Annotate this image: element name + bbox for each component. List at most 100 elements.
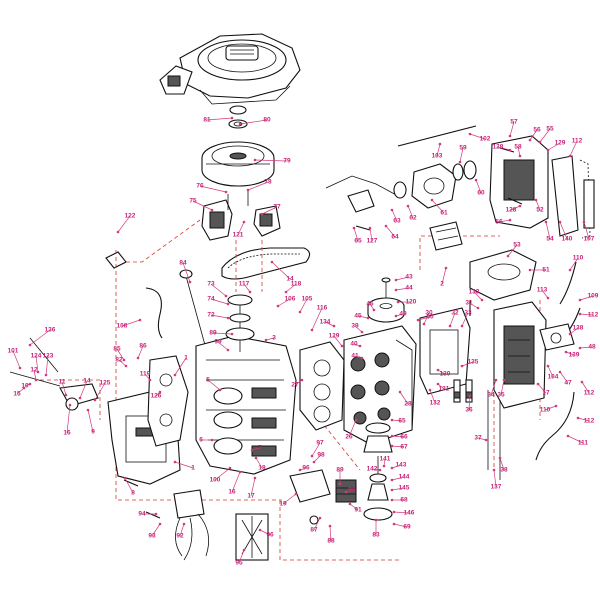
- anchor-dot: [528, 138, 532, 142]
- leader-line: [348, 419, 357, 438]
- anchor-dot: [372, 308, 376, 312]
- part-number: 7: [258, 445, 262, 452]
- part-number: 98: [317, 452, 325, 459]
- callout-c112c: 112: [576, 416, 595, 425]
- anchor-dot: [228, 466, 232, 470]
- callout-c60: 60: [474, 178, 485, 197]
- callout-c73: 73: [207, 281, 228, 298]
- leader-line: [393, 523, 408, 528]
- part-number: 128: [506, 207, 517, 214]
- part-number: 35: [497, 392, 505, 399]
- part-number: 96: [302, 465, 310, 472]
- leader-line: [577, 417, 590, 422]
- anchor-dot: [506, 254, 510, 258]
- leader-line: [517, 146, 521, 157]
- leader-line: [353, 227, 359, 242]
- leader-line: [313, 454, 322, 463]
- leader-line: [217, 341, 229, 351]
- callout-c65: 65: [390, 418, 406, 425]
- anchor-dot: [224, 190, 228, 194]
- callout-c104: 104: [546, 364, 559, 381]
- callout-c33: 33: [460, 310, 472, 328]
- part-number: 112: [588, 312, 599, 319]
- callout-c35: 35: [497, 378, 506, 399]
- callout-c8: 8: [123, 476, 135, 497]
- leader-line: [579, 295, 594, 301]
- leader-line: [299, 298, 308, 313]
- callout-c142: 142: [367, 466, 382, 473]
- anchor-dot: [468, 132, 472, 136]
- anchor-dot: [173, 373, 177, 377]
- anchor-dot: [448, 324, 452, 328]
- spark-plugs: [453, 379, 473, 403]
- engine-block: [195, 294, 297, 475]
- head-cover: [419, 301, 547, 409]
- leader-line: [329, 525, 332, 542]
- callout-c82: 82: [115, 357, 128, 368]
- callout-c58: 58: [514, 144, 522, 158]
- part-number: 132: [430, 400, 441, 407]
- leader-line: [544, 405, 557, 411]
- callout-c134: 134: [320, 319, 336, 328]
- callout-c89b: 89: [336, 467, 344, 486]
- leader-line: [182, 262, 191, 283]
- leader-line: [569, 327, 579, 335]
- callout-c65b: 65: [352, 226, 362, 245]
- cam-pulley: [367, 277, 405, 323]
- anchor-dot: [564, 350, 568, 354]
- callout-c107: 107: [582, 220, 595, 243]
- callout-c125: 125: [93, 380, 111, 402]
- callout-c105: 105: [298, 296, 313, 314]
- leader-line: [354, 325, 363, 333]
- leader-line: [537, 383, 547, 394]
- callout-c91: 91: [348, 502, 362, 514]
- anchor-dot: [332, 324, 336, 328]
- part-number: 116: [317, 305, 328, 312]
- leader-line: [137, 345, 144, 359]
- part-number: 11: [59, 379, 66, 386]
- callout-c7: 7: [250, 445, 262, 452]
- part-number: 65: [354, 238, 362, 245]
- part-number: 125: [100, 380, 111, 387]
- anchor-dot: [398, 390, 402, 394]
- callout-c85: 85: [113, 346, 126, 362]
- callout-c45: 45: [354, 313, 370, 320]
- anchor-dot: [390, 466, 394, 470]
- anchor-dot: [508, 218, 512, 222]
- anchor-dot: [294, 492, 298, 496]
- callout-c133: 133: [469, 289, 484, 302]
- callout-c47: 47: [558, 370, 572, 387]
- anchor-dot: [253, 158, 257, 162]
- anchor-dot: [508, 134, 512, 138]
- leader-line: [45, 355, 49, 376]
- anchor-dot: [122, 358, 126, 362]
- anchor-dot: [390, 208, 394, 212]
- callout-c90: 90: [344, 487, 356, 494]
- callout-c94: 94: [138, 511, 158, 518]
- part-number: 54: [546, 236, 554, 243]
- oil-filter-assembly: [363, 422, 393, 521]
- leader-line: [429, 389, 436, 404]
- part-number: 141: [380, 456, 391, 463]
- anchor-dot: [28, 382, 32, 386]
- callout-c126: 126: [151, 390, 162, 400]
- callout-c138: 138: [568, 325, 584, 336]
- part-number: 81: [203, 117, 211, 124]
- anchor-dot: [390, 444, 394, 448]
- part-number: 55: [546, 126, 554, 133]
- leader-line: [529, 129, 538, 141]
- anchor-dot: [534, 198, 538, 202]
- anchor-dot: [138, 318, 142, 322]
- part-number: 82: [115, 357, 123, 364]
- leader-line: [124, 477, 134, 494]
- leader-line: [239, 119, 268, 125]
- callout-c68: 68: [390, 497, 408, 504]
- callout-c83: 83: [372, 518, 380, 539]
- anchor-dot: [348, 502, 352, 506]
- leader-line: [391, 419, 403, 422]
- leader-line: [498, 219, 511, 223]
- anchor-dot: [528, 268, 532, 272]
- callout-c131: 131: [436, 382, 450, 393]
- part-number: 100: [210, 477, 221, 484]
